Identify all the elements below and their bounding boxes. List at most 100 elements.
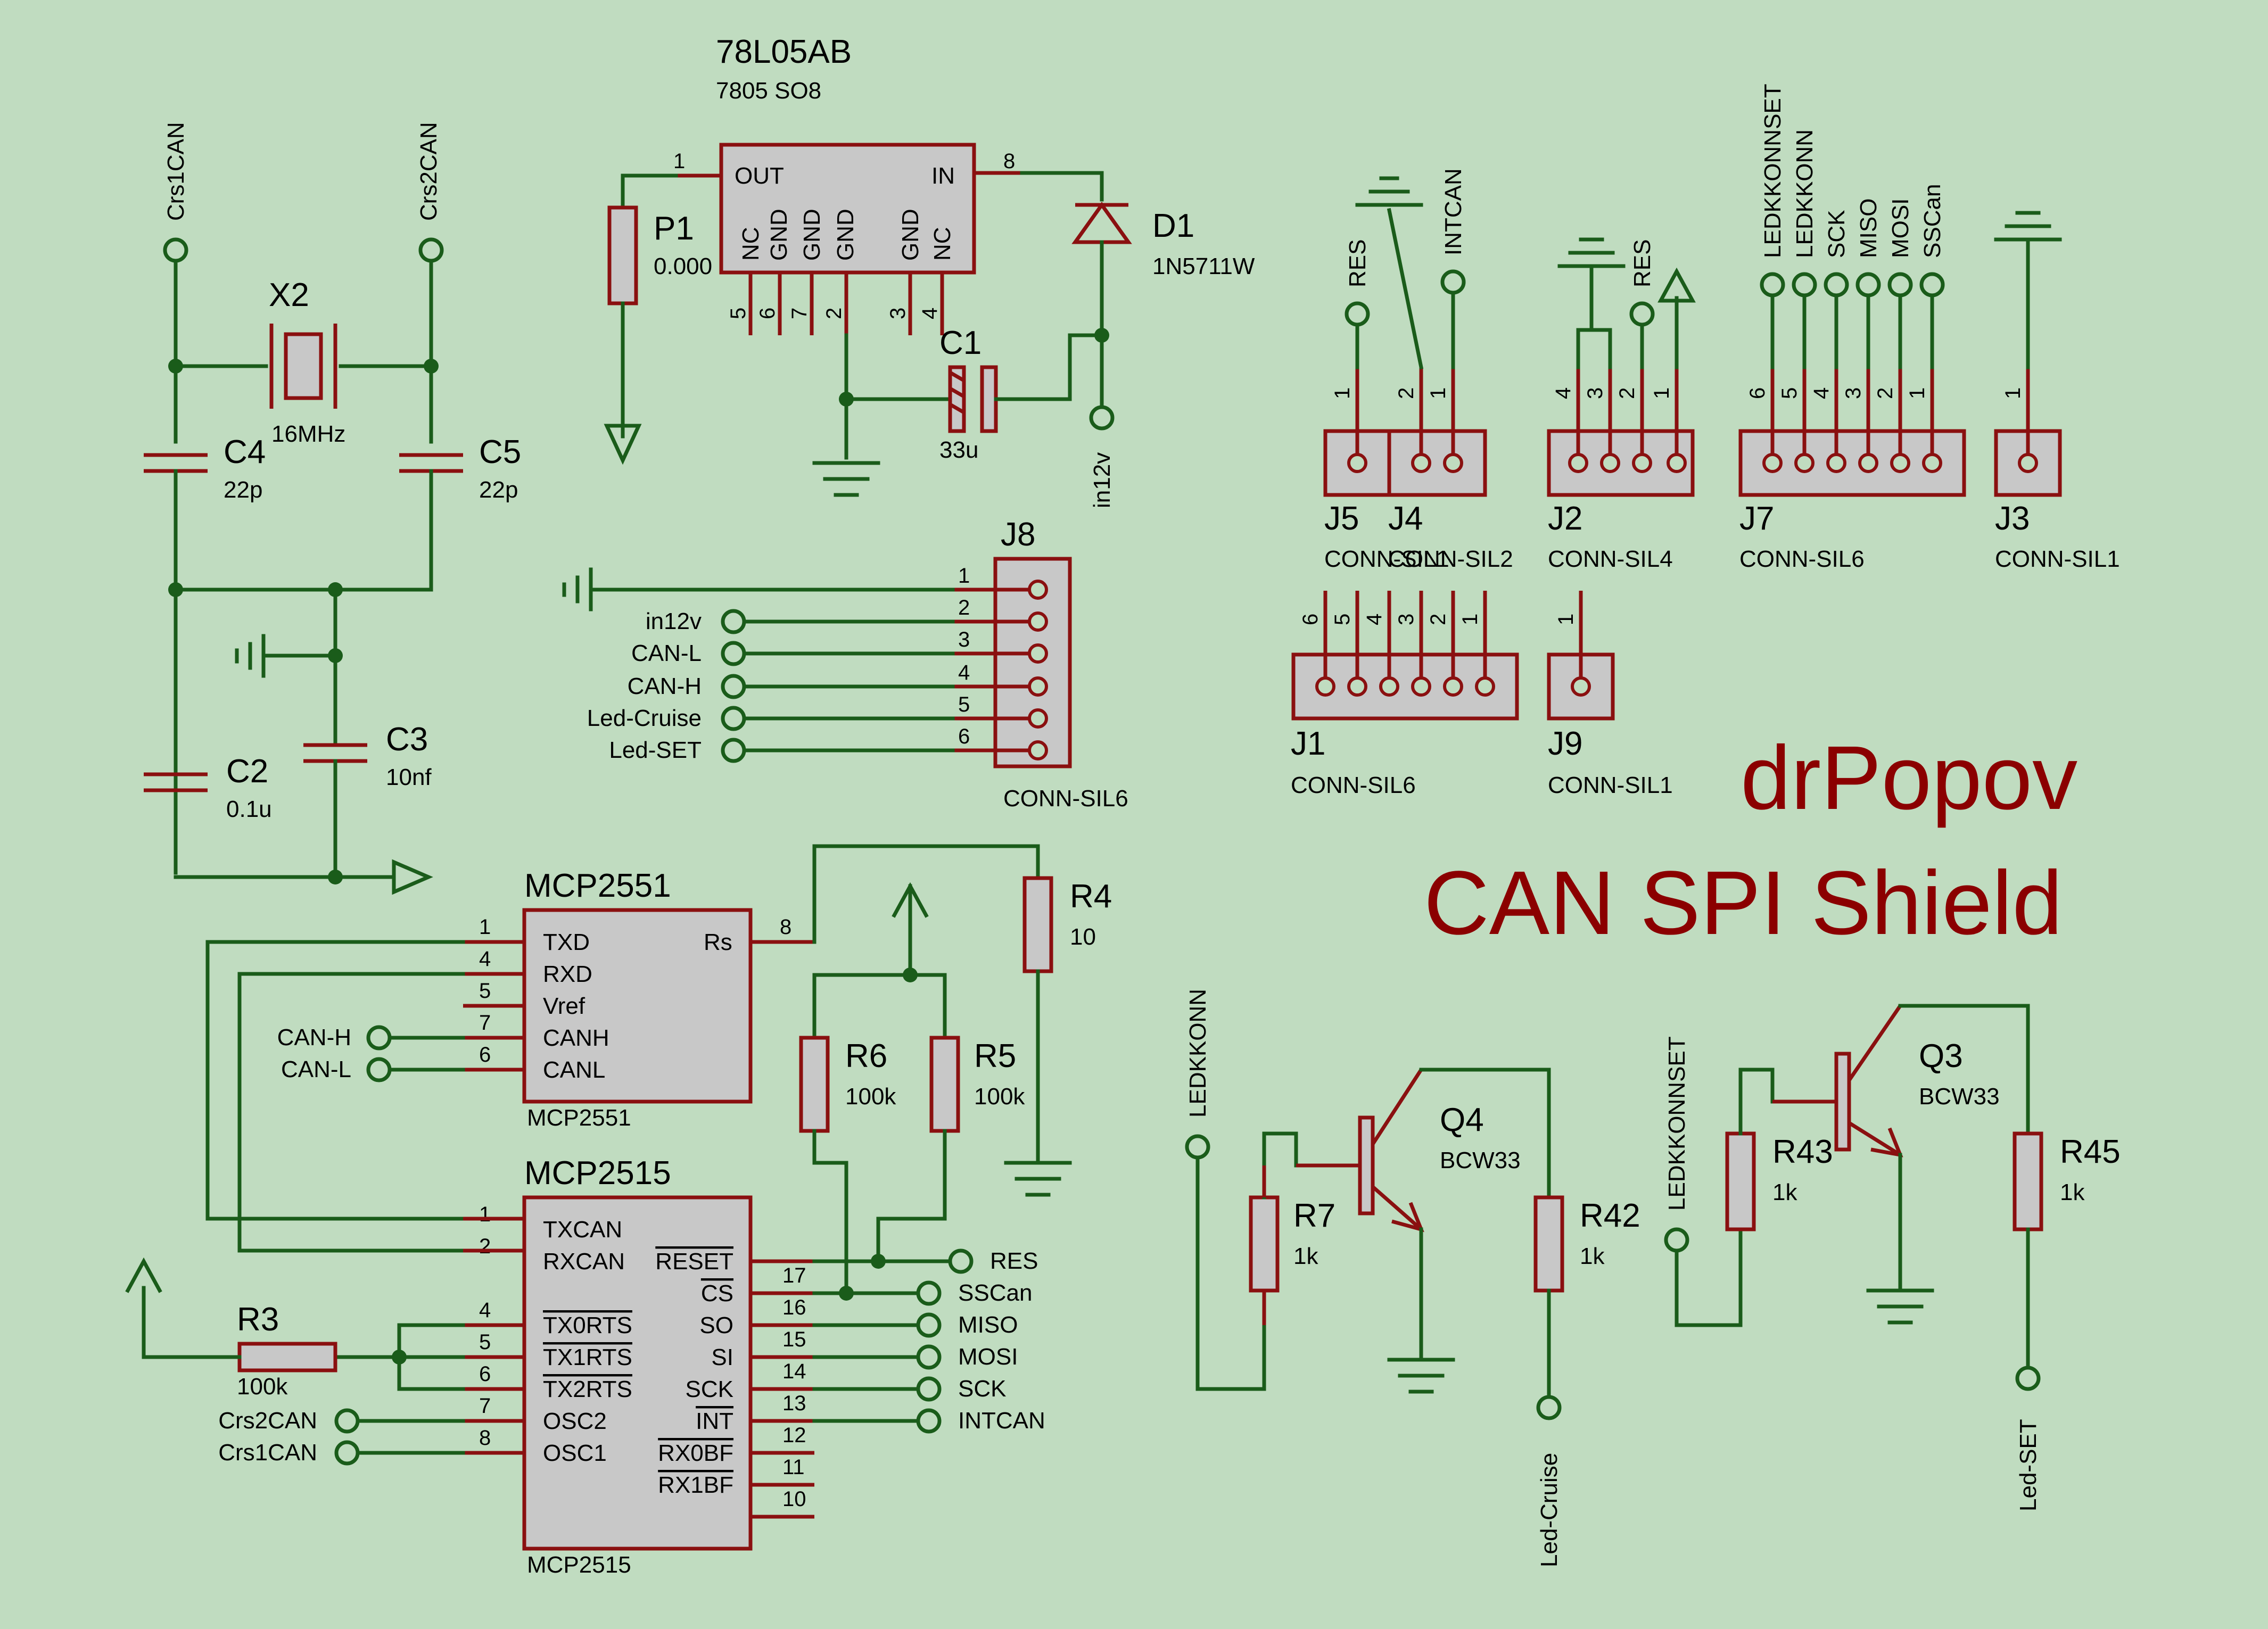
led-cruise-label: Led-Cruise <box>1536 1453 1562 1567</box>
j2-pin2: 2 <box>1615 387 1639 399</box>
mcp2551-pin5: 5 <box>479 979 491 1003</box>
reg-num-3: 3 <box>886 308 910 319</box>
diode-d1: D1 1N5711W in12v <box>1020 171 1255 508</box>
net-mosi: MOSI <box>958 1344 1018 1370</box>
j1-pin1: 1 <box>1458 614 1482 625</box>
j7-pin2: 2 <box>1874 387 1897 399</box>
j7-net-ledkkonnset: LEDKKONNSET <box>1760 84 1786 258</box>
ledkkonn-label: LEDKKONN <box>1185 989 1211 1118</box>
mcp2551-pin8: 8 <box>780 915 791 939</box>
j8-net-led-cruise: Led-Cruise <box>587 705 702 731</box>
j9-name: J9 <box>1548 725 1582 762</box>
j2-pin1: 1 <box>1650 387 1673 399</box>
r6-value: 100k <box>845 1084 896 1110</box>
j2-name: J2 <box>1548 500 1582 537</box>
j1-pin3: 3 <box>1395 614 1418 625</box>
mcp2515-r-rx1bf: RX1BF <box>658 1472 733 1498</box>
mcp2551-rs: Rs <box>704 929 732 955</box>
c5-name: C5 <box>479 434 521 470</box>
c2-name: C2 <box>226 753 268 790</box>
ic-mcp2551: MCP2551 MCP2551 TXD RXD Vref CANH CANL R… <box>205 867 814 1253</box>
j9-type: CONN-SIL1 <box>1548 772 1673 798</box>
j2-type: CONN-SIL4 <box>1548 546 1673 572</box>
led-set-label: Led-SET <box>2015 1419 2041 1511</box>
r3-value: 100k <box>237 1374 288 1400</box>
mcp2551-canh: CANH <box>543 1025 609 1051</box>
mcp2551-rxd: RXD <box>543 961 592 987</box>
brand-title: CAN SPI Shield <box>1424 853 2063 954</box>
mcp2515-l-tx0rts: TX0RTS <box>543 1312 632 1338</box>
j7-net-sscan: SSCan <box>1919 184 1945 258</box>
resistor-p1: P1 0.000 <box>604 173 712 465</box>
j5-net-res: RES <box>1345 239 1371 287</box>
j8-pin3: 3 <box>958 628 970 651</box>
transistor-q3-stage: LEDKKONNSET Led-SET Q3 BCW33 R43 1k R45 … <box>1664 1004 2121 1511</box>
mcp2515-pin8: 8 <box>479 1426 491 1450</box>
crs2-label: Crs2CAN <box>416 122 442 221</box>
j4-name: J4 <box>1388 500 1423 537</box>
r42-name: R42 <box>1580 1197 1640 1234</box>
mcp2515-pin10: 10 <box>782 1487 806 1511</box>
x2-value: 16MHz <box>271 421 345 447</box>
regulator-pin1: 1 <box>673 150 685 173</box>
mcp2515-r-si: SI <box>711 1344 733 1370</box>
mcp2551-vref: Vref <box>543 993 585 1019</box>
net-res: RES <box>990 1248 1038 1274</box>
reg-pin-gnd-d: GND <box>897 209 923 261</box>
r6-name: R6 <box>845 1038 887 1074</box>
j3-type: CONN-SIL1 <box>1995 546 2120 572</box>
regulator-package: 7805 SO8 <box>716 78 821 104</box>
j8-type: CONN-SIL6 <box>1003 785 1128 812</box>
mcp2515-pin17: 17 <box>782 1264 806 1287</box>
mcp2515-l-txcan: TXCAN <box>543 1217 622 1243</box>
reg-num-5: 5 <box>727 308 750 319</box>
net-sscan: SSCan <box>958 1280 1032 1306</box>
j7-net-miso: MISO <box>1855 199 1882 258</box>
mcp2515-pin5: 5 <box>479 1330 491 1354</box>
j3-name: J3 <box>1995 500 2030 537</box>
c2-value: 0.1u <box>226 796 272 822</box>
j2-pin3: 3 <box>1584 387 1607 399</box>
connector-j2: 4 3 2 1 RES J2 CONN-SIL4 <box>1547 237 1696 572</box>
j7-type: CONN-SIL6 <box>1739 546 1865 572</box>
p1-name: P1 <box>654 210 694 247</box>
mcp2515-l-rxcan: RXCAN <box>543 1248 625 1275</box>
regulator-pin8: 8 <box>1003 150 1015 173</box>
c1-value: 33u <box>939 437 978 463</box>
j8-net-canl: CAN-L <box>631 640 702 666</box>
r43-name: R43 <box>1772 1134 1833 1170</box>
mcp2515-name: MCP2515 <box>524 1155 671 1192</box>
net-miso: MISO <box>958 1312 1018 1338</box>
j8-pin2: 2 <box>958 596 970 619</box>
j3-pin1: 1 <box>2001 387 2025 399</box>
reg-pin-gnd-c: GND <box>832 209 859 261</box>
crs1-label: Crs1CAN <box>163 122 189 221</box>
osc1-net: Crs1CAN <box>218 1440 317 1466</box>
j8-pin4: 4 <box>958 661 970 684</box>
j8-pin1: 1 <box>958 564 970 588</box>
r7-value: 1k <box>1293 1243 1318 1269</box>
connector-j1: 6 5 4 3 2 1 J1 CONN-SIL6 <box>1291 591 1519 798</box>
connector-j8: J8 CONN-SIL6 1 2 3 4 5 6 in12v CAN <box>562 516 1128 812</box>
j7-net-mosi: MOSI <box>1887 199 1914 258</box>
j4-type: CONN-SIL2 <box>1388 546 1513 572</box>
in12v-term-label: in12v <box>1089 452 1115 508</box>
mcp2515-pin2: 2 <box>479 1235 491 1258</box>
mcp2551-pin1: 1 <box>479 915 491 939</box>
j7-pin5: 5 <box>1778 387 1801 399</box>
regulator-78l05ab: 78L05AB 7805 SO8 OUT IN 1 8 NC GND GND G… <box>673 34 1022 335</box>
j4-pin1: 1 <box>1426 387 1450 399</box>
regulator-pin-out: OUT <box>735 163 784 189</box>
transistor-q4-stage: LEDKKONN Led-Cruise Q4 BCW33 R7 1k R42 1… <box>1185 989 1640 1567</box>
j1-type: CONN-SIL6 <box>1291 772 1416 798</box>
r7-name: R7 <box>1293 1197 1335 1234</box>
r5-value: 100k <box>974 1084 1025 1110</box>
osc2-net: Crs2CAN <box>218 1408 317 1434</box>
mcp2515-pin11: 11 <box>782 1456 805 1479</box>
mcp2515-pin14: 14 <box>782 1360 806 1383</box>
mcp2551-pin6: 6 <box>479 1043 491 1066</box>
mcp2515-r-rx0bf: RX0BF <box>658 1440 733 1466</box>
j2-pin4: 4 <box>1552 387 1575 399</box>
j5-name: J5 <box>1324 500 1359 537</box>
j9-pin1: 1 <box>1554 614 1578 625</box>
